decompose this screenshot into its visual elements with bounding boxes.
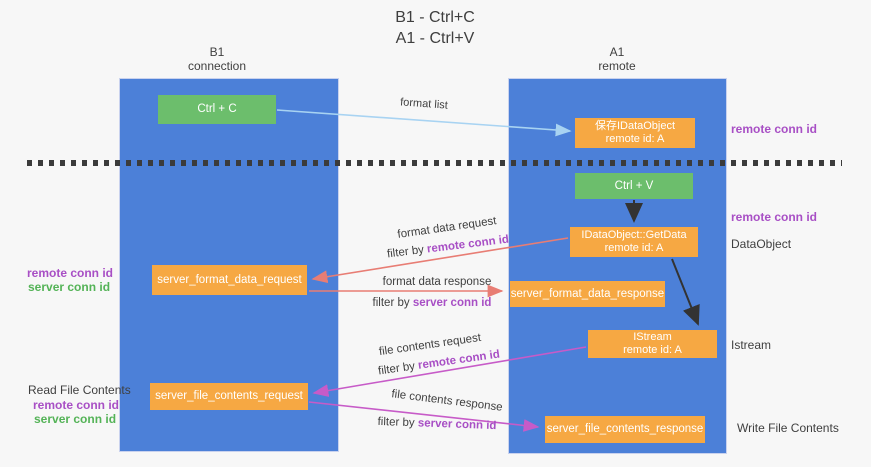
node-save-idataobject-line1: 保存IDataObject — [594, 120, 676, 132]
node-istream: IStream remote id: A — [588, 330, 717, 358]
annotation-dataobject: DataObject — [731, 237, 792, 251]
edge-label-format-list: format list — [399, 96, 449, 112]
remote-conn-id-key: remote conn id — [426, 233, 510, 256]
node-server-format-data-response: server_format_data_response — [510, 281, 665, 307]
filter-by-text: filter by — [377, 359, 419, 378]
annotation-write-file-contents: Write File Contents — [737, 421, 839, 435]
node-getdata-line1: IDataObject::GetData — [581, 229, 687, 241]
node-istream-line1: IStream — [633, 331, 672, 343]
annotation-remote-conn-id-format: remote conn id — [27, 266, 114, 280]
node-server-format-data-request: server_format_data_request — [152, 265, 307, 295]
lane-b1-name: B1 — [209, 45, 225, 59]
node-save-idataobject-line2: remote id: A — [605, 133, 665, 145]
filter-by-text: filter by — [377, 415, 419, 430]
edge-label-format-data-response: format data response — [382, 276, 492, 288]
node-ctrl-v: Ctrl + V — [575, 173, 693, 199]
node-server-file-contents-response: server_file_contents_response — [545, 416, 705, 443]
remote-conn-id-key: remote conn id — [417, 348, 501, 372]
lane-b1-role: connection — [187, 59, 247, 73]
node-ctrl-c: Ctrl + C — [158, 95, 276, 124]
annotation-remote-conn-id-top: remote conn id — [731, 122, 818, 136]
node-idataobject-getdata: IDataObject::GetData remote id: A — [570, 227, 698, 257]
annotation-server-conn-id-file: server conn id — [34, 412, 117, 426]
title-line-2: A1 - Ctrl+V — [395, 30, 475, 47]
node-save-idataobject: 保存IDataObject remote id: A — [575, 118, 695, 148]
session-separator-dashed-line — [27, 160, 842, 166]
node-ctrl-v-label: Ctrl + V — [614, 179, 654, 192]
server-conn-id-key: server conn id — [412, 297, 492, 309]
title-line-1: B1 - Ctrl+C — [395, 9, 475, 26]
node-file-response-label: server_file_contents_response — [546, 423, 704, 435]
filter-by-text: filter by — [386, 243, 428, 261]
annotation-server-conn-id-format: server conn id — [28, 280, 111, 294]
lane-header-b1: B1 connection — [147, 45, 287, 73]
node-file-request-label: server_file_contents_request — [155, 390, 303, 402]
node-ctrl-c-label: Ctrl + C — [197, 103, 237, 115]
filter-by-text: filter by — [372, 297, 413, 309]
edge-label-file-contents-response: file contents response — [390, 388, 504, 414]
edge-label-file-contents-response-filter: filter by server conn id — [377, 416, 496, 432]
lane-a1-name: A1 — [609, 45, 625, 59]
node-getdata-line2: remote id: A — [604, 242, 664, 254]
node-istream-line2: remote id: A — [623, 344, 682, 356]
annotation-remote-conn-id-mid: remote conn id — [731, 210, 818, 224]
node-format-request-label: server_format_data_request — [157, 273, 302, 286]
annotation-read-file-contents: Read File Contents — [28, 383, 131, 397]
server-conn-id-key: server conn id — [417, 417, 497, 433]
node-format-response-label: server_format_data_response — [510, 287, 665, 300]
diagram-title: B1 - Ctrl+C A1 - Ctrl+V — [350, 7, 520, 49]
lane-a1-role: remote — [598, 59, 636, 73]
lane-header-a1: A1 remote — [547, 45, 687, 73]
edge-label-format-data-response-filter: filter by server conn id — [373, 297, 492, 309]
annotation-remote-conn-id-file: remote conn id — [33, 398, 120, 412]
annotation-istream: Istream — [731, 338, 772, 352]
node-server-file-contents-request: server_file_contents_request — [150, 383, 308, 410]
